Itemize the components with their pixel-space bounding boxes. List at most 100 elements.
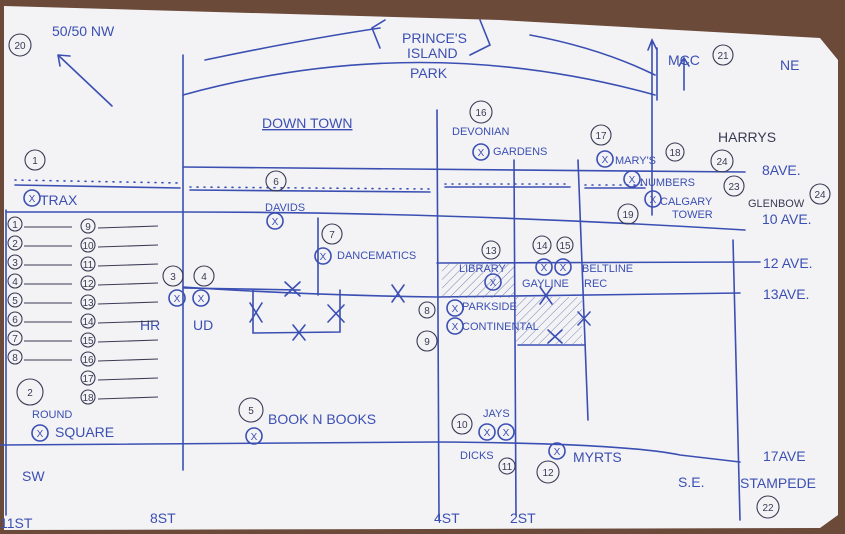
x-marker-icon: X <box>452 304 459 315</box>
number-label: 13 <box>485 246 497 257</box>
legend-circle <box>7 292 23 308</box>
circled-number: 5 <box>238 397 264 423</box>
marker-circle <box>548 442 566 460</box>
railway <box>14 184 646 193</box>
x-marker-icon: X <box>37 429 44 440</box>
marker-circle <box>644 190 662 208</box>
dicks-label: DICKS <box>460 450 494 462</box>
number-circle <box>712 44 734 66</box>
number-label: 11 <box>502 462 513 473</box>
legend-number: 15 <box>82 336 94 347</box>
legend-circle <box>80 313 96 329</box>
number-label: 17 <box>595 131 607 142</box>
legend-circle <box>80 351 96 367</box>
number-label: 14 <box>536 241 548 252</box>
number-label: 15 <box>559 241 571 252</box>
route-crossings <box>249 281 591 344</box>
number-circle <box>8 33 32 57</box>
marker-circle <box>535 258 553 276</box>
x-marker-icon: X <box>602 155 609 166</box>
marys-label: MARY'S <box>615 155 656 167</box>
calgary-label: CALGARY <box>660 196 713 208</box>
marker-circle <box>472 143 490 161</box>
legend-number: 5 <box>12 296 18 307</box>
marker-circle <box>623 170 641 188</box>
circled-number: 12 <box>536 460 560 484</box>
route-loop <box>182 287 341 334</box>
tower-label: TOWER <box>672 209 713 221</box>
legend-number: 3 <box>12 258 18 269</box>
park-bracket <box>469 19 492 56</box>
street-11st-label: 11ST <box>0 515 33 531</box>
number-label: 2 <box>27 388 33 399</box>
mcc-arrow <box>647 38 690 216</box>
park-label-1: PRINCE'S <box>402 30 467 46</box>
number-circle <box>469 100 493 124</box>
trax-label: TRAX <box>40 192 78 208</box>
legend-number: 6 <box>12 315 18 326</box>
avenue-8-label: 8AVE. <box>762 162 801 178</box>
legend-blank-line <box>97 377 159 381</box>
circled-number: 15 <box>556 236 574 254</box>
legend-circle <box>80 370 96 386</box>
legend-number: 13 <box>82 298 94 309</box>
number-label: 18 <box>669 148 681 159</box>
legend-number: 16 <box>82 355 94 366</box>
circled-number: 3 <box>162 265 184 287</box>
park-label-3: PARK <box>410 65 448 81</box>
number-circle <box>481 240 501 260</box>
number-label: 23 <box>728 182 740 193</box>
marker-circle <box>314 247 332 265</box>
library-label: LIBRARY <box>459 263 507 275</box>
legend-number: 1 <box>12 220 18 231</box>
number-circle <box>665 142 685 162</box>
number-label: 9 <box>424 337 430 348</box>
davids-label: DAVIDS <box>265 202 305 214</box>
number-label: 12 <box>542 468 554 479</box>
number-circle <box>710 149 734 173</box>
number-label: 20 <box>14 41 26 52</box>
circled-number: 23 <box>723 175 745 197</box>
legend-circle <box>80 237 96 253</box>
legend-number: 2 <box>12 239 18 250</box>
mcc-label: MCC <box>668 52 700 68</box>
legend-number: 7 <box>12 334 18 345</box>
avenue-12 <box>436 261 761 264</box>
hr-label: HR <box>140 317 160 333</box>
myrts-label: MYRTS <box>573 449 622 465</box>
legend-circle <box>7 235 23 251</box>
marker-circle <box>484 273 502 291</box>
devonian-label: DEVONIAN <box>452 126 510 138</box>
number-circle <box>536 460 560 484</box>
legend-blank-line <box>97 301 159 305</box>
legend-number: 14 <box>82 317 94 328</box>
number-label: 19 <box>622 210 634 221</box>
legend-blank-line <box>97 320 159 324</box>
circled-number: 21 <box>712 44 734 66</box>
x-marker-icon: X <box>629 175 636 186</box>
number-circle <box>617 203 639 225</box>
circled-number: 13 <box>481 240 501 260</box>
avenue-12-label: 12 AVE. <box>763 255 813 271</box>
legend-number: 8 <box>12 353 18 364</box>
legend-blank-line <box>97 339 159 343</box>
park-label-2: ISLAND <box>407 45 458 61</box>
marker-circle <box>23 189 41 207</box>
parkside-label: PARKSIDE <box>462 301 517 313</box>
circled-number: 8 <box>418 301 436 319</box>
railway-ties <box>189 183 646 190</box>
circled-number: 2 <box>16 378 44 406</box>
number-label: 8 <box>424 306 430 317</box>
park-arc <box>529 34 656 76</box>
dancematics-label: DANCEMATICS <box>337 250 416 262</box>
marker-circle <box>446 299 464 317</box>
marker-circle <box>31 424 49 442</box>
beltline-label: BELTLINE <box>582 263 633 275</box>
x-marker-icon: X <box>320 252 327 263</box>
legend-circle <box>80 389 96 405</box>
number-label: 7 <box>329 230 335 241</box>
number-label: 22 <box>762 503 774 514</box>
avenue-8 <box>182 166 746 173</box>
